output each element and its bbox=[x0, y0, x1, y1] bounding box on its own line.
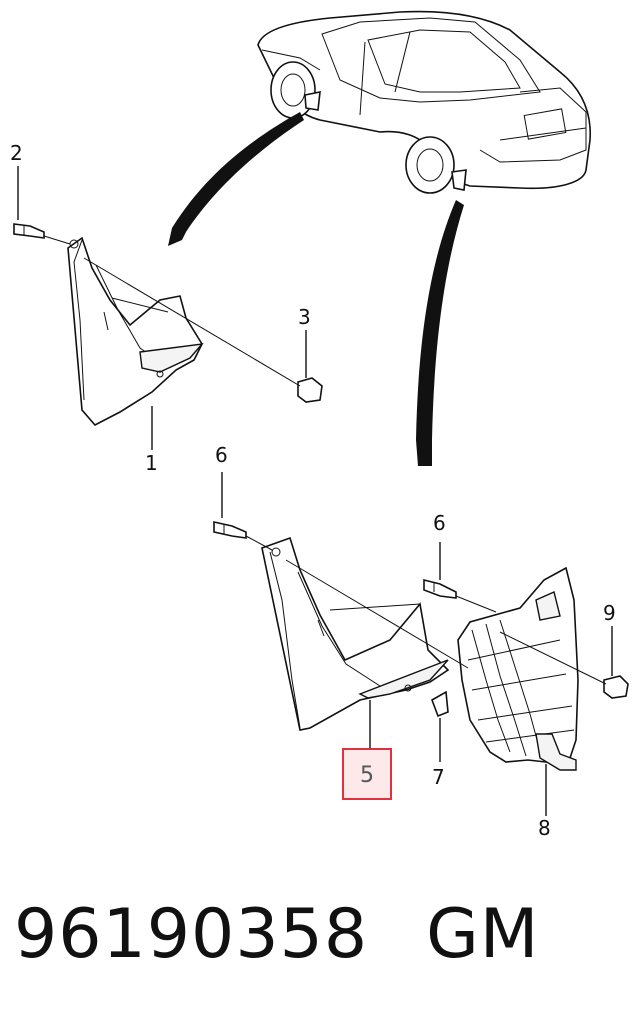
callout-5-highlight bbox=[342, 748, 392, 800]
callout-5: 5 bbox=[360, 763, 374, 788]
clip-7 bbox=[431, 690, 449, 718]
callout-9: 9 bbox=[603, 601, 616, 625]
callout-1: 1 bbox=[145, 451, 158, 475]
screw-6-right bbox=[423, 578, 457, 599]
brand-label: GM bbox=[426, 895, 540, 974]
callout-6-right: 6 bbox=[433, 511, 446, 535]
front-arrow bbox=[168, 112, 304, 246]
rear-mudflap bbox=[261, 536, 450, 731]
callout-7: 7 bbox=[432, 765, 445, 789]
car-illustration bbox=[257, 10, 591, 194]
clip-9 bbox=[603, 675, 629, 699]
caption: 96190358 GM bbox=[14, 895, 539, 974]
callout-6-left: 6 bbox=[215, 443, 228, 467]
screw-6-left bbox=[213, 521, 247, 539]
clip-3 bbox=[297, 377, 323, 403]
callout-3: 3 bbox=[298, 305, 311, 329]
front-mudflap bbox=[67, 236, 204, 427]
leader-lines-rear bbox=[221, 472, 613, 816]
screw-2 bbox=[13, 223, 45, 239]
callout-8: 8 bbox=[538, 816, 551, 840]
splash-guard bbox=[457, 566, 579, 771]
rear-arrow bbox=[416, 200, 464, 466]
leader-lines-front bbox=[17, 166, 307, 450]
part-number-label: 96190358 bbox=[14, 895, 369, 974]
callout-2: 2 bbox=[10, 141, 23, 165]
